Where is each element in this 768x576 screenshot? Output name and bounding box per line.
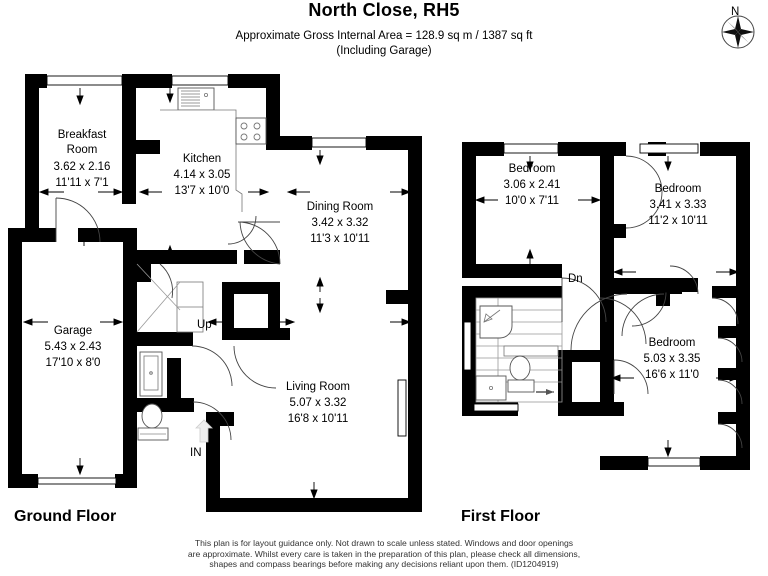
stair-cupboard — [136, 263, 204, 333]
toilet-bowl-icon — [141, 403, 163, 429]
garage-door-opening — [37, 477, 117, 485]
room-dim-garage-metric: 5.43 x 2.43 — [45, 341, 102, 353]
room-label-kitchen: Kitchen — [183, 153, 221, 165]
first-floor-room-labels: Bedroom 3.06 x 2.41 10'0 x 7'11 Bedroom … — [504, 163, 708, 381]
kitchen-fixtures — [160, 87, 267, 212]
hob-icon — [235, 117, 267, 145]
window-bedroom2-top — [639, 143, 699, 154]
disclaimer-line-1: This plan is for layout guidance only. N… — [194, 538, 574, 548]
ground-floor-windows — [37, 75, 407, 485]
ground-floor-plan: Breakfast Room 3.62 x 2.16 11'11 x 7'1 K… — [8, 74, 422, 512]
ground-floor-dimension-arrows — [22, 88, 412, 500]
toilet-cistern-icon — [507, 379, 535, 393]
room-label-living: Living Room — [286, 381, 350, 393]
room-dim-living-imperial: 16'8 x 10'11 — [288, 413, 348, 425]
room-dim-breakfast-imperial: 11'11 x 7'1 — [55, 177, 108, 189]
first-floor-dimension-arrows — [474, 156, 740, 458]
stairs-down-label: Dn — [568, 273, 583, 285]
window-dining-top — [311, 137, 367, 148]
compass-north-label: N — [731, 6, 739, 18]
wc-fixtures — [137, 351, 169, 441]
washbasin-icon — [475, 375, 507, 401]
room-label-bedroom-2: Bedroom — [655, 183, 702, 195]
garage-inclusion-note: (Including Garage) — [336, 45, 432, 57]
room-dim-dining-metric: 3.42 x 3.32 — [312, 217, 369, 229]
room-dim-bedroom2-imperial: 11'2 x 10'11 — [648, 215, 708, 227]
first-floor-windows — [463, 143, 701, 467]
room-dim-bedroom2-metric: 3.41 x 3.33 — [650, 199, 707, 211]
entrance-in-label: IN — [190, 447, 202, 459]
room-dim-bedroom3-imperial: 16'6 x 11'0 — [645, 369, 699, 381]
room-label-breakfast-line2: Room — [67, 144, 98, 156]
room-label-bedroom-1: Bedroom — [509, 163, 556, 175]
ground-floor-walls — [8, 74, 422, 512]
ground-floor-room-labels: Breakfast Room 3.62 x 2.16 11'11 x 7'1 K… — [45, 129, 374, 459]
room-dim-breakfast-metric: 3.62 x 2.16 — [54, 161, 111, 173]
room-dim-garage-imperial: 17'10 x 8'0 — [46, 357, 101, 369]
room-dim-kitchen-imperial: 13'7 x 10'0 — [175, 185, 230, 197]
room-dim-dining-imperial: 11'3 x 10'11 — [310, 233, 370, 245]
room-label-garage: Garage — [54, 325, 92, 337]
disclaimer-line-2: are approximate. Whilst every care is ta… — [187, 548, 581, 559]
window-bedroom1-top — [503, 143, 559, 154]
entrance-arrow — [195, 419, 213, 443]
room-dim-living-metric: 5.07 x 3.32 — [290, 397, 347, 409]
page-title: North Close, RH5 — [308, 0, 460, 20]
window-bedroom3-bottom — [647, 457, 701, 467]
room-dim-bedroom1-imperial: 10'0 x 7'11 — [505, 195, 559, 207]
room-label-dining: Dining Room — [307, 201, 373, 213]
gross-area-text: Approximate Gross Internal Area = 128.9 … — [235, 30, 533, 42]
room-label-breakfast-line1: Breakfast — [58, 129, 107, 141]
room-dim-bedroom1-metric: 3.06 x 2.41 — [504, 179, 561, 191]
shower-tray-icon — [479, 305, 513, 339]
window-landing-left — [463, 321, 472, 371]
compass-rose: N — [721, 6, 755, 49]
bathroom-fixtures — [475, 305, 535, 401]
toilet-icon — [509, 355, 531, 381]
disclaimer-line-3: shapes and compass bearings before makin… — [209, 559, 559, 569]
first-floor-walls — [462, 142, 750, 470]
ground-floor-title: Ground Floor — [14, 508, 117, 525]
stairs-up-label: Up — [197, 319, 212, 331]
disclaimer-footer: This plan is for layout guidance only. N… — [0, 538, 768, 570]
room-dim-kitchen-metric: 4.14 x 3.05 — [174, 169, 231, 181]
window-breakfast-top — [46, 75, 123, 86]
window-kitchen-top — [171, 75, 229, 86]
room-label-bedroom-3: Bedroom — [649, 337, 696, 349]
window-living-right — [397, 379, 407, 437]
first-floor-title: First Floor — [461, 508, 541, 525]
first-floor-door-swings — [561, 155, 743, 449]
room-dim-bedroom3-metric: 5.03 x 3.35 — [644, 353, 701, 365]
first-floor-plan: Bedroom 3.06 x 2.41 10'0 x 7'11 Bedroom … — [462, 142, 750, 470]
window-bathroom-bottom — [473, 403, 519, 412]
ground-floor-door-swings — [55, 197, 281, 441]
